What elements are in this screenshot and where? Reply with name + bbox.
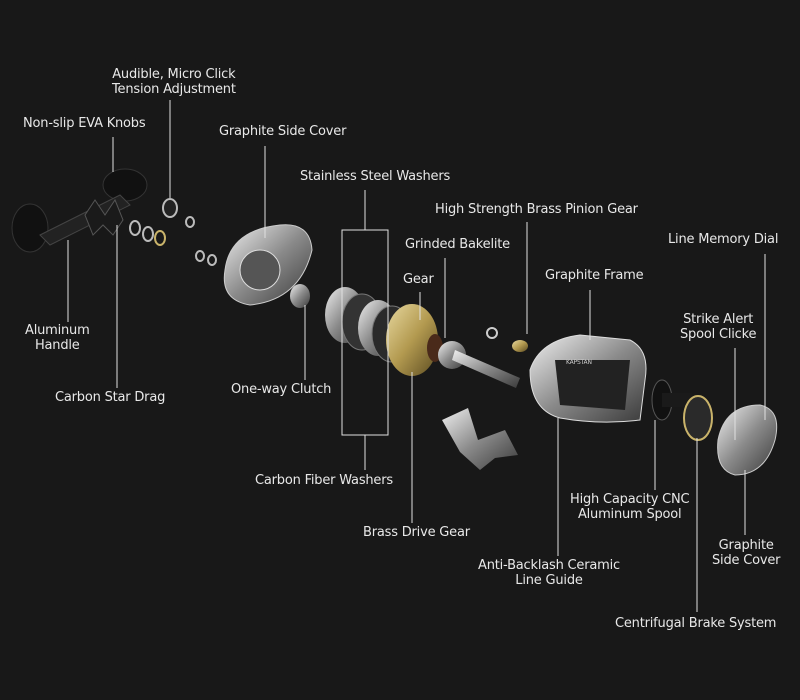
handle-part: [11, 168, 148, 253]
label-line: Line Guide: [515, 573, 583, 588]
label-side-cover-left: Graphite Side Cover: [219, 124, 347, 139]
label-steel-washers: Stainless Steel Washers: [300, 169, 451, 184]
line-guide-part: [442, 408, 518, 470]
label-star-drag: Carbon Star Drag: [55, 390, 166, 405]
label-line: High Capacity CNC: [570, 492, 690, 507]
label-brake: Centrifugal Brake System: [615, 616, 777, 631]
frame-brand-text: KAPSTAN: [566, 359, 592, 366]
label-line: Spool Clicke: [680, 327, 757, 342]
washer-stack: [325, 287, 443, 376]
label-line: Anti-Backlash Ceramic: [478, 558, 620, 573]
tension-washers: [129, 198, 217, 266]
label-drive-gear: Brass Drive Gear: [363, 525, 470, 540]
label-line: Aluminum Spool: [577, 507, 682, 522]
spool-part: [651, 379, 713, 441]
label-line: Side Cover: [712, 553, 781, 568]
label-fiber-washers: Carbon Fiber Washers: [255, 473, 393, 488]
right-side-cover-part: [717, 404, 778, 476]
clutch-part: [290, 284, 310, 308]
label-gear: Gear: [403, 272, 434, 287]
pinion-part: [438, 327, 528, 388]
label-line: Graphite: [718, 538, 774, 553]
leader-lines: [67, 100, 766, 612]
label-line-memory: Line Memory Dial: [668, 232, 779, 247]
label-frame: Graphite Frame: [545, 268, 644, 283]
label-line: Tension Adjustment: [112, 82, 236, 97]
label-pinion: High Strength Brass Pinion Gear: [435, 202, 638, 217]
label-knobs: Non-slip EVA Knobs: [23, 116, 146, 131]
label-clutch: One-way Clutch: [231, 382, 332, 397]
label-bakelite: Grinded Bakelite: [405, 237, 510, 252]
label-line: Aluminum: [25, 323, 90, 338]
label-line: Strike Alert: [683, 312, 754, 327]
label-line: Audible, Micro Click: [112, 67, 236, 82]
label-line: Handle: [34, 338, 80, 353]
